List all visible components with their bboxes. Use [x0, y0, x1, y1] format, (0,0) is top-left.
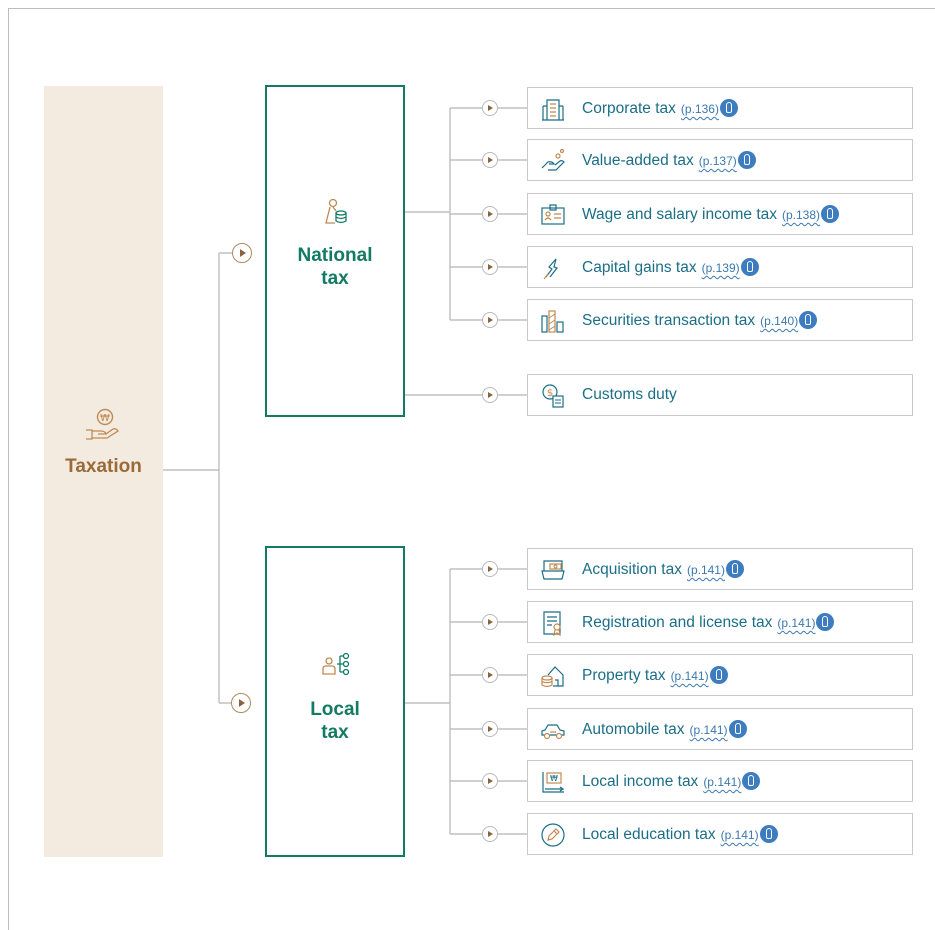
page-ref-link[interactable]: (p.137): [698, 154, 737, 168]
item-automobile-tax[interactable]: Automobile tax (p.141): [527, 708, 913, 750]
tap-icon[interactable]: [742, 772, 761, 790]
item-label: Acquisition tax: [582, 561, 682, 578]
page-ref-link[interactable]: (p.141): [689, 723, 728, 737]
item-acquisition-tax[interactable]: Acquisition tax (p.141): [527, 548, 913, 590]
tap-icon[interactable]: [740, 258, 759, 276]
expand-local-button[interactable]: [231, 693, 251, 713]
item-property-tax[interactable]: Property tax (p.141): [527, 654, 913, 696]
item-value-added-tax[interactable]: Value-added tax (p.137): [527, 139, 913, 181]
expand-property-button[interactable]: [482, 667, 498, 683]
svg-text:$: $: [547, 388, 553, 399]
expand-wage-tax-button[interactable]: [482, 206, 498, 222]
taxation-label: Taxation: [65, 456, 142, 477]
expand-corporate-tax-button[interactable]: [482, 100, 498, 116]
car-icon: [541, 724, 565, 740]
item-label: Property tax: [582, 667, 666, 684]
item-label: Automobile tax: [582, 721, 685, 738]
item-local-education-tax[interactable]: Local education tax (p.141): [527, 813, 913, 855]
expand-national-button[interactable]: [232, 243, 252, 263]
org-network-icon: [322, 652, 350, 676]
page-ref-link[interactable]: (p.136): [680, 102, 719, 116]
item-customs-duty[interactable]: $ Customs duty: [527, 374, 913, 416]
cash-register-icon: [541, 560, 565, 580]
svg-text:₩: ₩: [550, 774, 558, 783]
page-ref-link[interactable]: (p.141): [670, 669, 709, 683]
won-chart-icon: ₩: [542, 772, 565, 793]
expand-vat-button[interactable]: [482, 152, 498, 168]
page-ref-link[interactable]: (p.141): [777, 616, 816, 630]
item-label: Corporate tax: [582, 100, 676, 117]
item-label: Local income tax: [582, 773, 699, 790]
expand-capital-gains-button[interactable]: [482, 259, 498, 275]
item-securities-transaction-tax[interactable]: Securities transaction tax (p.140): [527, 299, 913, 341]
house-coins-icon: [541, 666, 564, 688]
expand-registration-button[interactable]: [482, 614, 498, 630]
expand-acquisition-button[interactable]: [482, 561, 498, 577]
item-capital-gains-tax[interactable]: Capital gains tax (p.139): [527, 246, 913, 288]
taxation-node: ₩ Taxation: [44, 86, 163, 857]
tap-icon[interactable]: [719, 99, 738, 117]
tap-icon[interactable]: [816, 613, 835, 631]
tap-icon[interactable]: [737, 151, 756, 169]
dollar-document-icon: $: [542, 384, 564, 408]
tap-icon[interactable]: [759, 825, 778, 843]
tap-icon[interactable]: [728, 720, 747, 738]
page-ref-link[interactable]: (p.139): [701, 261, 740, 275]
tap-icon[interactable]: [821, 205, 840, 223]
hand-coin-won-icon: ₩: [86, 408, 119, 440]
pencil-circle-icon: [541, 823, 565, 847]
item-label: Value-added tax: [582, 152, 694, 169]
item-label: Customs duty: [582, 386, 677, 403]
svg-text:₩: ₩: [100, 413, 110, 424]
frame-top-border: [8, 8, 935, 9]
frame-left-border: [8, 8, 9, 930]
tap-icon[interactable]: [799, 311, 818, 329]
id-card-icon: [541, 204, 565, 225]
page-ref-link[interactable]: (p.138): [782, 208, 821, 222]
tap-icon[interactable]: [725, 560, 744, 578]
expand-local-income-button[interactable]: [482, 773, 498, 789]
item-wage-salary-income-tax[interactable]: Wage and salary income tax (p.138): [527, 193, 913, 235]
page-ref-link[interactable]: (p.140): [760, 314, 799, 328]
expand-education-button[interactable]: [482, 826, 498, 842]
building-icon: [542, 99, 564, 121]
page-ref-link[interactable]: (p.141): [686, 563, 725, 577]
expand-automobile-button[interactable]: [482, 721, 498, 737]
certificate-icon: [543, 611, 561, 636]
hand-coins-icon: [541, 148, 565, 171]
rising-arrow-icon: [543, 258, 558, 280]
expand-customs-button[interactable]: [482, 387, 498, 403]
item-label: Registration and license tax: [582, 614, 773, 631]
tap-icon[interactable]: [709, 666, 728, 684]
item-local-income-tax[interactable]: ₩ Local income tax (p.141): [527, 760, 913, 802]
item-label: Securities transaction tax: [582, 312, 756, 329]
expand-securities-button[interactable]: [482, 312, 498, 328]
item-registration-license-tax[interactable]: Registration and license tax (p.141): [527, 601, 913, 643]
item-label: Capital gains tax: [582, 259, 697, 276]
person-coins-icon: [325, 198, 347, 224]
item-corporate-tax[interactable]: Corporate tax (p.136): [527, 87, 913, 129]
bar-chart-icon: [541, 310, 564, 333]
item-label: Wage and salary income tax: [582, 206, 777, 223]
page-ref-link[interactable]: (p.141): [720, 828, 759, 842]
page-ref-link[interactable]: (p.141): [703, 775, 742, 789]
item-label: Local education tax: [582, 826, 716, 843]
